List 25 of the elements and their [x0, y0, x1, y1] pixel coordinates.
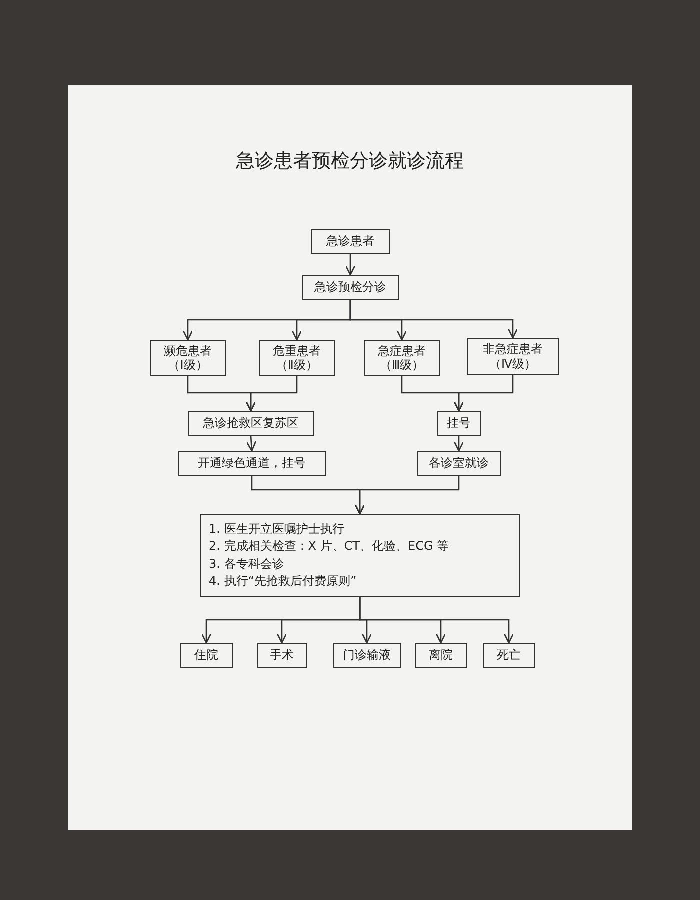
process-box: 危重患者 （Ⅱ级） [259, 340, 335, 376]
process-box: 各诊室就诊 [417, 451, 501, 476]
process-box: 门诊输液 [333, 643, 401, 668]
arrow [246, 376, 298, 412]
arrow [246, 436, 257, 452]
process-box: 急诊患者 [311, 229, 390, 254]
arrow [350, 300, 518, 339]
process-box: 急症患者 （Ⅲ级） [364, 340, 440, 376]
process-box: 开通绿色通道，挂号 [178, 451, 326, 476]
process-box: 挂号 [437, 411, 481, 436]
process-box: 濒危患者 （Ⅰ级） [150, 340, 226, 376]
process-box: 死亡 [483, 643, 535, 668]
process-box: 住院 [180, 643, 233, 668]
process-box: 1. 医生开立医嘱护士执行 2. 完成相关检查：X 片、CT、化验、ECG 等 3. 各专科会诊 4. 执行“先抢救后付费原则” [200, 514, 520, 597]
arrow [345, 254, 356, 276]
arrow [454, 375, 514, 412]
process-box: 非急症患者 （Ⅳ级） [467, 338, 559, 375]
diagram-title: 急诊患者预检分诊就诊流程 [235, 149, 465, 174]
arrow [454, 436, 464, 452]
process-box: 离院 [415, 643, 467, 668]
process-box: 急诊预检分诊 [302, 275, 399, 300]
process-box: 手术 [257, 643, 307, 668]
arrow [354, 476, 460, 515]
process-box: 急诊抢救区复苏区 [188, 411, 314, 436]
arrow [359, 597, 514, 644]
